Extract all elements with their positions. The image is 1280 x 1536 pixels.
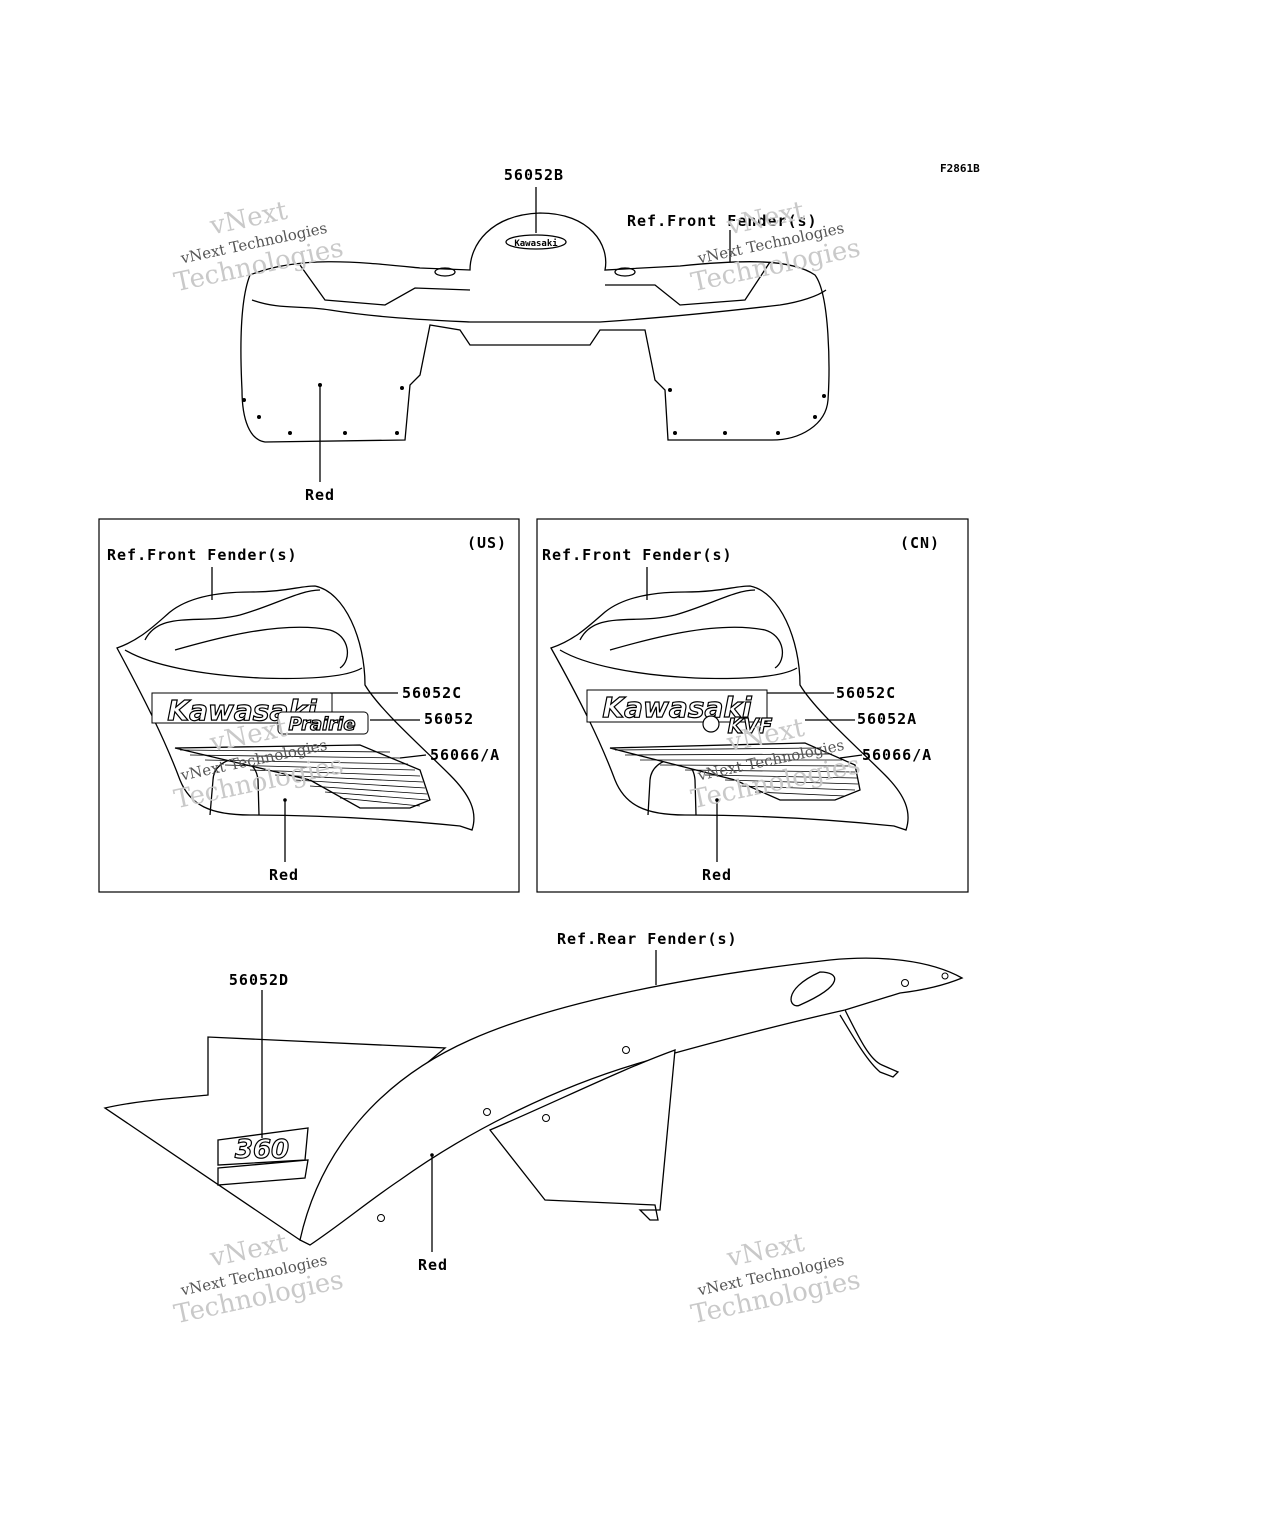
cn-callout-56052a: 56052A: [857, 710, 917, 728]
cn-decal-kvf: KVF: [728, 714, 773, 738]
us-callout-56066a: 56066/A: [430, 746, 500, 764]
cn-decal-kawasaki: Kawasaki: [602, 691, 752, 724]
us-decal-prairie: Prairie: [288, 714, 355, 735]
color-label-top: Red: [305, 486, 335, 504]
ref-rear-fender: Ref.Rear Fender(s): [557, 930, 738, 948]
panel-cn-frame: [536, 518, 969, 893]
us-callout-56052c: 56052C: [402, 684, 462, 702]
kawasaki-badge-text: Kawasaki: [514, 238, 558, 249]
cn-callout-56066a: 56066/A: [862, 746, 932, 764]
color-label-rear: Red: [418, 1256, 448, 1274]
region-cn: (CN): [900, 534, 940, 552]
ref-front-fender-us: Ref.Front Fender(s): [107, 546, 298, 564]
watermark-6: vNext vNext Technologies Technologies: [688, 1228, 863, 1330]
front-fender-us: Kawasaki Prairie: [116, 567, 475, 862]
ref-front-fender-top: Ref.Front Fender(s): [627, 212, 818, 230]
panel-us-frame: [98, 518, 520, 893]
color-label-us: Red: [269, 866, 299, 884]
maple-leaf-icon: [702, 715, 720, 733]
watermark-2: vNext vNext Technologies Technologies: [688, 196, 863, 298]
region-us: (US): [467, 534, 507, 552]
decal-360: 360: [235, 1135, 289, 1165]
us-callout-56052: 56052: [424, 710, 474, 728]
front-fender-cn: Kawasaki KVF: [550, 567, 909, 862]
part-label-56052b: 56052B: [504, 166, 564, 184]
figure-code: F2861B: [940, 162, 980, 175]
front-fender-top: Kawasaki: [240, 187, 830, 482]
ref-front-fender-cn: Ref.Front Fender(s): [542, 546, 733, 564]
cn-callout-56052c: 56052C: [836, 684, 896, 702]
part-label-56052d: 56052D: [229, 971, 289, 989]
rear-fender: 360: [103, 950, 964, 1252]
color-label-cn: Red: [702, 866, 732, 884]
